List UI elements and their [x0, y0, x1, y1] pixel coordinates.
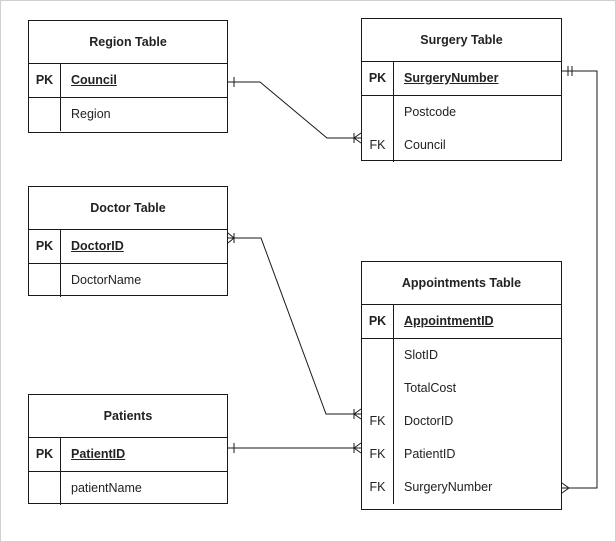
- field-region: Region: [71, 107, 111, 121]
- pk-label: PK: [362, 62, 394, 95]
- region-table-title: Region Table: [29, 21, 227, 64]
- patients-table-row-patientname: patientName: [29, 472, 227, 505]
- field-postcode: Postcode: [404, 105, 457, 119]
- surgery-table-row-postcode: Postcode: [362, 96, 561, 129]
- appointments-table-row-doctorid: FK DoctorID: [362, 405, 561, 438]
- field-patientid: PatientID: [404, 447, 456, 461]
- doctor-table-title: Doctor Table: [29, 187, 227, 230]
- surgery-table-row-surgerynumber: PK SurgeryNumber: [362, 62, 561, 96]
- surgery-table-row-council: FK Council: [362, 129, 561, 162]
- field-patientid: PatientID: [71, 447, 126, 461]
- field-appointmentid: AppointmentID: [404, 314, 494, 328]
- doctor-table-row-doctorname: DoctorName: [29, 264, 227, 297]
- fk-label: FK: [362, 129, 394, 162]
- link-region-surgery: [228, 77, 362, 144]
- link-patients-appointments: [228, 442, 362, 454]
- fk-label: FK: [362, 405, 394, 438]
- patients-table-title: Patients: [29, 395, 227, 438]
- field-totalcost: TotalCost: [404, 381, 457, 395]
- field-council: Council: [71, 73, 117, 87]
- doctor-table-row-doctorid: PK DoctorID: [29, 230, 227, 264]
- pk-label: PK: [29, 64, 61, 97]
- surgery-table-title: Surgery Table: [362, 19, 561, 62]
- appointments-table-row-surgerynumber: FK SurgeryNumber: [362, 471, 561, 504]
- appointments-table-row-patientid: FK PatientID: [362, 438, 561, 471]
- field-surgerynumber: SurgeryNumber: [404, 71, 499, 85]
- fk-label: FK: [362, 471, 394, 504]
- field-surgerynumber: SurgeryNumber: [404, 480, 493, 494]
- field-doctorid: DoctorID: [404, 414, 454, 428]
- region-table[interactable]: Region Table PK Council Region: [28, 20, 228, 133]
- appointments-table-row-slotid: SlotID: [362, 339, 561, 372]
- doctor-table[interactable]: Doctor Table PK DoctorID DoctorName: [28, 186, 228, 297]
- link-surgery-appointments: [561, 66, 598, 494]
- link-doctor-appointments: [227, 232, 362, 420]
- key-cell: [362, 372, 394, 405]
- region-table-row-council: PK Council: [29, 64, 227, 98]
- fk-label: FK: [362, 438, 394, 471]
- appointments-table[interactable]: Appointments Table PK AppointmentID Slot…: [361, 261, 562, 510]
- pk-label: PK: [29, 230, 61, 263]
- field-patientname: patientName: [71, 481, 142, 495]
- patients-table[interactable]: Patients PK PatientID patientName: [28, 394, 228, 505]
- field-doctorid: DoctorID: [71, 239, 124, 253]
- key-cell: [29, 98, 61, 131]
- field-slotid: SlotID: [404, 348, 439, 362]
- pk-label: PK: [362, 305, 394, 338]
- region-table-row-region: Region: [29, 98, 227, 131]
- field-council: Council: [404, 138, 446, 152]
- field-doctorname: DoctorName: [71, 273, 142, 287]
- key-cell: [29, 264, 61, 297]
- appointments-table-row-appointmentid: PK AppointmentID: [362, 305, 561, 339]
- appointments-table-row-totalcost: TotalCost: [362, 372, 561, 405]
- appointments-table-title: Appointments Table: [362, 262, 561, 305]
- surgery-table[interactable]: Surgery Table PK SurgeryNumber Postcode …: [361, 18, 562, 162]
- pk-label: PK: [29, 438, 61, 471]
- patients-table-row-patientid: PK PatientID: [29, 438, 227, 472]
- key-cell: [362, 339, 394, 372]
- key-cell: [362, 96, 394, 129]
- key-cell: [29, 472, 61, 505]
